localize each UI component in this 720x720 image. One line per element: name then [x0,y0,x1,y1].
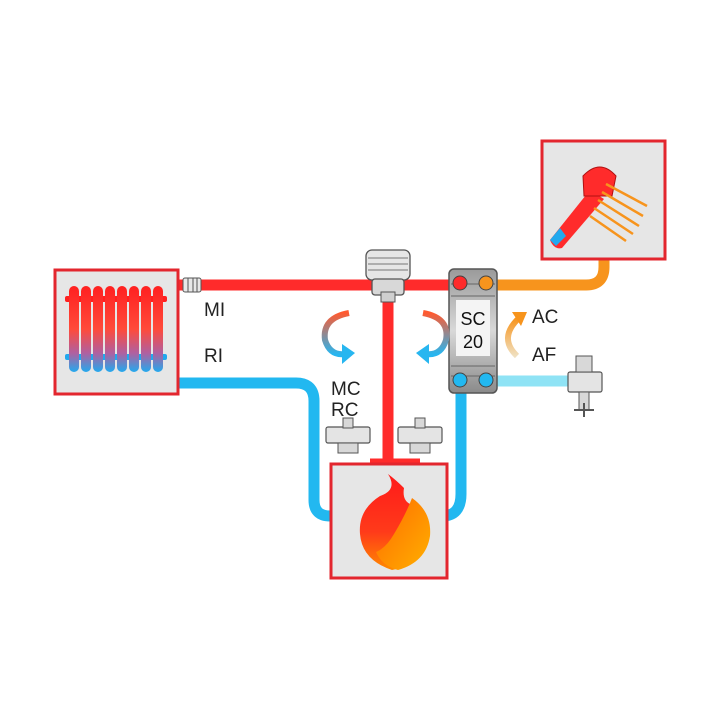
hx-port-cold-out [452,372,468,388]
dhw-hot-pipe-ac [492,258,610,291]
hx-port-hot-in [452,275,468,291]
radiator-icon [65,286,167,372]
shower-icon [550,166,648,249]
shower-box [540,139,667,261]
rc-valve-icon [325,417,371,454]
exchanger-label-bottom: 20 [463,332,483,352]
radiator-box [53,268,180,396]
label-mi: MI [204,300,225,321]
label-rc: RC [331,400,358,421]
plate-heat-exchanger: SC 20 [448,268,498,394]
label-ac: AC [532,307,558,328]
hx-port-dhw-out [478,275,494,291]
radiator-valve-icon [182,277,202,293]
cold-water-valve-icon [567,355,603,417]
hx-port-cold-in [478,372,494,388]
flow-arrow-left-icon [321,310,355,364]
circulation-pump-icon [365,249,411,303]
dhw-flow-arrow-icon [505,312,527,359]
mc-valve-icon [397,417,443,454]
flame-icon [359,474,431,570]
flow-arrow-right-icon [416,310,450,364]
label-mc: MC [331,379,361,400]
exchanger-label-top: SC [460,309,485,329]
label-ri: RI [204,346,223,367]
return-pipe-ri [178,377,340,522]
label-af: AF [532,345,556,366]
boiler-box [329,462,449,580]
